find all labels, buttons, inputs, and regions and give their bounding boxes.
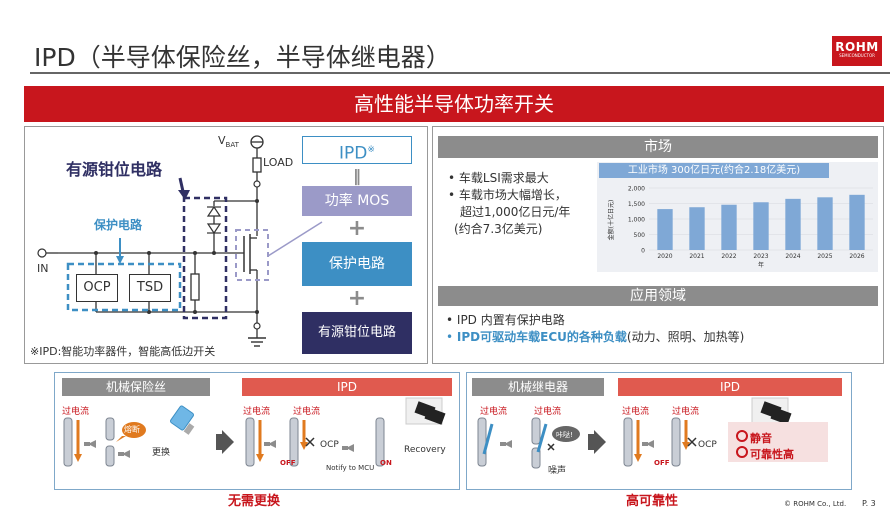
vbat-v: V (218, 134, 226, 147)
chart-bar (721, 204, 737, 250)
market-bullet-1-text: 车载LSI需求最大 (458, 171, 549, 185)
market-chart-title: 工业市场 300亿日元(约合2.18亿美元) (599, 163, 829, 178)
relay-illustration (477, 397, 828, 469)
market-bullet-2: • 车载市场大幅增长， (448, 188, 567, 202)
apps-line-1: • IPD 内置有保护电路 (446, 313, 565, 327)
chart-bar (689, 207, 705, 250)
copyright: © ROHM Co., Ltd. (784, 500, 847, 508)
ipd-box: IPD※ (302, 136, 412, 164)
ocp-block: OCP (76, 274, 118, 302)
market-bar-chart: 0 500 1,000 1,500 2,000 金额(十亿日元) 2020 2021 2022 2… (607, 186, 873, 269)
market-bullet-2-text: 车载市场大幅增长， (458, 188, 567, 202)
silent-label: 静音 (750, 432, 772, 445)
market-bullets: • 车载LSI需求最大 • 车载市场大幅增长， 超过1,000亿日元/年 (约合… (448, 170, 570, 238)
logo-subtext: SEMICONDUCTOR (839, 53, 875, 58)
chart-bar (753, 202, 769, 250)
chart-y-axis-label: 金额(十亿日元) (607, 200, 615, 241)
ocp-label-right: OCP (698, 440, 717, 450)
chart-x-tick-label: 2026 (849, 253, 864, 260)
apps-line-2-text: IPD可驱动车载ECU的各种负载 (456, 330, 627, 344)
on-label: ON (380, 459, 392, 467)
fuse-header: 机械保险丝 (62, 378, 210, 396)
recovery-label: Recovery (404, 445, 446, 455)
section-banner: 高性能半导体功率开关 (24, 86, 884, 122)
noise-label: 噪声 (548, 466, 567, 476)
chart-x-tick-label: 2024 (785, 253, 800, 260)
chart-bar (657, 209, 673, 250)
apps-bullet: • (446, 330, 454, 344)
reliable-label: 可靠性高 (750, 448, 794, 461)
apps-line-1-text: IPD 内置有保护电路 (456, 313, 565, 327)
chart-bar (817, 197, 833, 250)
equals-sign: ‖ (353, 166, 361, 185)
ipd-footnote-mark: ※ (367, 145, 375, 155)
off-label-left: OFF (280, 459, 296, 467)
load-label: LOAD (263, 156, 294, 169)
relay-header: 机械继电器 (472, 378, 604, 396)
replace-label: 更换 (152, 448, 171, 458)
fuse-illustration (63, 397, 446, 467)
vbat-label: VBAT (218, 134, 239, 149)
protect-label: 保护电路 (94, 218, 143, 232)
relay-overcurrent-label-1: 过电流 (480, 407, 508, 417)
page-number: P. 3 (862, 499, 876, 508)
tsd-block: TSD (129, 274, 171, 302)
chart-x-tick-label: 2025 (817, 253, 832, 260)
chart-y-tick-label: 1,000 (628, 217, 645, 224)
vbat-subscript: BAT (225, 141, 239, 150)
click-bubble: 咔哒! (556, 431, 573, 439)
ipd-header-right: IPD (618, 378, 842, 396)
page-title: IPD（半导体保险丝，半导体继电器） (34, 43, 451, 72)
chart-x-tick-label: 2023 (753, 253, 768, 260)
high-reliability-caption: 高可靠性 (626, 494, 679, 509)
logo-text: ROHM (835, 40, 879, 54)
chart-y-tick-label: 500 (634, 232, 646, 239)
apps-line-2: • IPD可驱动车载ECU的各种负载(动力、照明、加热等) (446, 328, 744, 345)
chart-x-axis-label: 年 (758, 261, 764, 269)
ipd-overcurrent-label-1: 过电流 (243, 407, 271, 417)
plus-sign-1: + (347, 216, 367, 241)
circuit-diagram (37, 135, 323, 347)
clamp-heading: 有源钳位电路 (66, 160, 163, 179)
protect-box: 保护电路 (302, 242, 412, 286)
rohm-logo: ROHM SEMICONDUCTOR (832, 36, 882, 66)
off-label-right: OFF (654, 459, 670, 467)
circuit-footnote: ※IPD:智能功率器件，智能高低边开关 (30, 345, 216, 358)
clamp-box: 有源钳位电路 (302, 312, 412, 354)
chart-x-tick-label: 2020 (657, 253, 672, 260)
no-replace-caption: 无需更换 (228, 494, 281, 509)
mos-box: 功率 MOS (302, 186, 412, 216)
chart-x-tick-label: 2022 (721, 253, 736, 260)
chart-y-tick-label: 1,500 (628, 201, 645, 208)
ocp-label-left: OCP (320, 440, 339, 450)
notify-label: Notify to MCU (326, 464, 375, 472)
plus-sign-2: + (347, 286, 367, 311)
ipd-overcurrent-label-2: 过电流 (293, 407, 321, 417)
apps-line-2-tail: (动力、照明、加热等) (626, 330, 745, 344)
apps-title: 应用领域 (438, 286, 878, 306)
market-bullet-3: 超过1,000亿日元/年 (460, 205, 571, 219)
ipd-r-overcurrent-label-2: 过电流 (672, 407, 700, 417)
chart-y-tick-label: 0 (641, 248, 645, 255)
title-divider (30, 72, 890, 74)
market-title: 市场 (438, 136, 878, 158)
ipd-header-left: IPD (242, 378, 452, 396)
fuse-overcurrent-label: 过电流 (62, 407, 90, 417)
market-bullet-4: (约合7.3亿美元) (454, 222, 543, 236)
chart-bar (849, 194, 865, 250)
chart-y-tick-label: 2,000 (628, 186, 645, 193)
chart-bar (785, 198, 801, 250)
chart-x-tick-label: 2021 (689, 253, 704, 260)
in-label: IN (37, 262, 49, 275)
ipd-r-overcurrent-label-1: 过电流 (622, 407, 650, 417)
market-bullet-1: • 车载LSI需求最大 (448, 171, 549, 185)
burn-badge: 熔断 (124, 425, 140, 434)
ipd-label: IPD (339, 143, 368, 164)
relay-overcurrent-label-2: 过电流 (534, 407, 562, 417)
